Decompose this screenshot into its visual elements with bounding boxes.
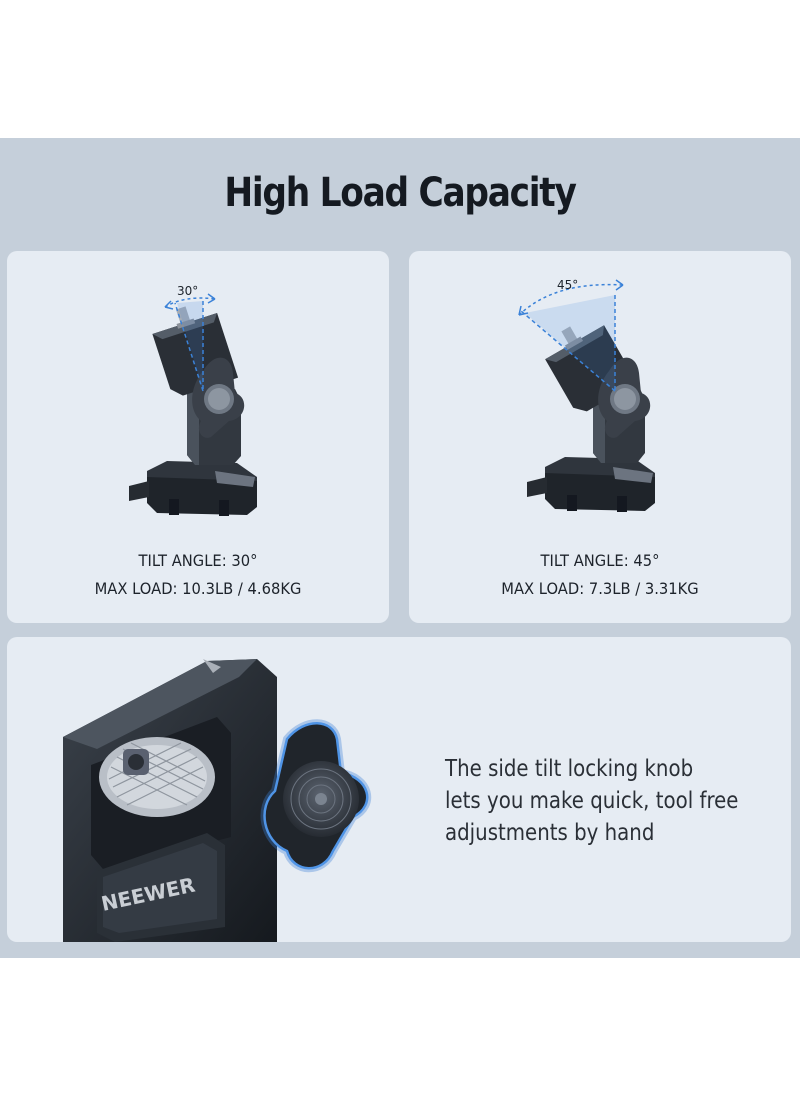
- locking-knob-card: NEEWER The side tilt locking knob lets y…: [7, 637, 791, 942]
- description-line: adjustments by hand: [445, 820, 655, 846]
- angle-label-45: 45°: [557, 278, 578, 292]
- tilt-angle-text: TILT ANGLE: 45°: [540, 551, 660, 570]
- tilt-angle-text: TILT ANGLE: 30°: [138, 551, 258, 570]
- description-line: The side tilt locking knob: [445, 756, 694, 782]
- max-load-text: MAX LOAD: 7.3LB / 3.31KG: [501, 579, 699, 598]
- tilt-45-card: 45° TILT ANGLE: 45° MAX LOAD: 7.3LB / 3.…: [409, 251, 791, 623]
- spec-block-45: TILT ANGLE: 45° MAX LOAD: 7.3LB / 3.31KG: [424, 547, 775, 603]
- tilt-30-card: 30° TILT ANGLE: 30° MAX LOAD: 10.3LB / 4…: [7, 251, 389, 623]
- max-load-text: MAX LOAD: 10.3LB / 4.68KG: [94, 579, 302, 598]
- page-title: High Load Capacity: [224, 170, 576, 216]
- angle-label-30: 30°: [177, 284, 198, 298]
- knob-closeup-illustration: NEEWER: [63, 659, 372, 942]
- description-line: lets you make quick, tool free: [445, 788, 739, 814]
- knob-description: The side tilt locking knob lets you make…: [445, 753, 739, 849]
- mount-illustration-45: 45°: [518, 278, 655, 512]
- mount-illustration-30: 30°: [129, 284, 257, 516]
- spec-block-30: TILT ANGLE: 30° MAX LOAD: 10.3LB / 4.68K…: [22, 547, 373, 603]
